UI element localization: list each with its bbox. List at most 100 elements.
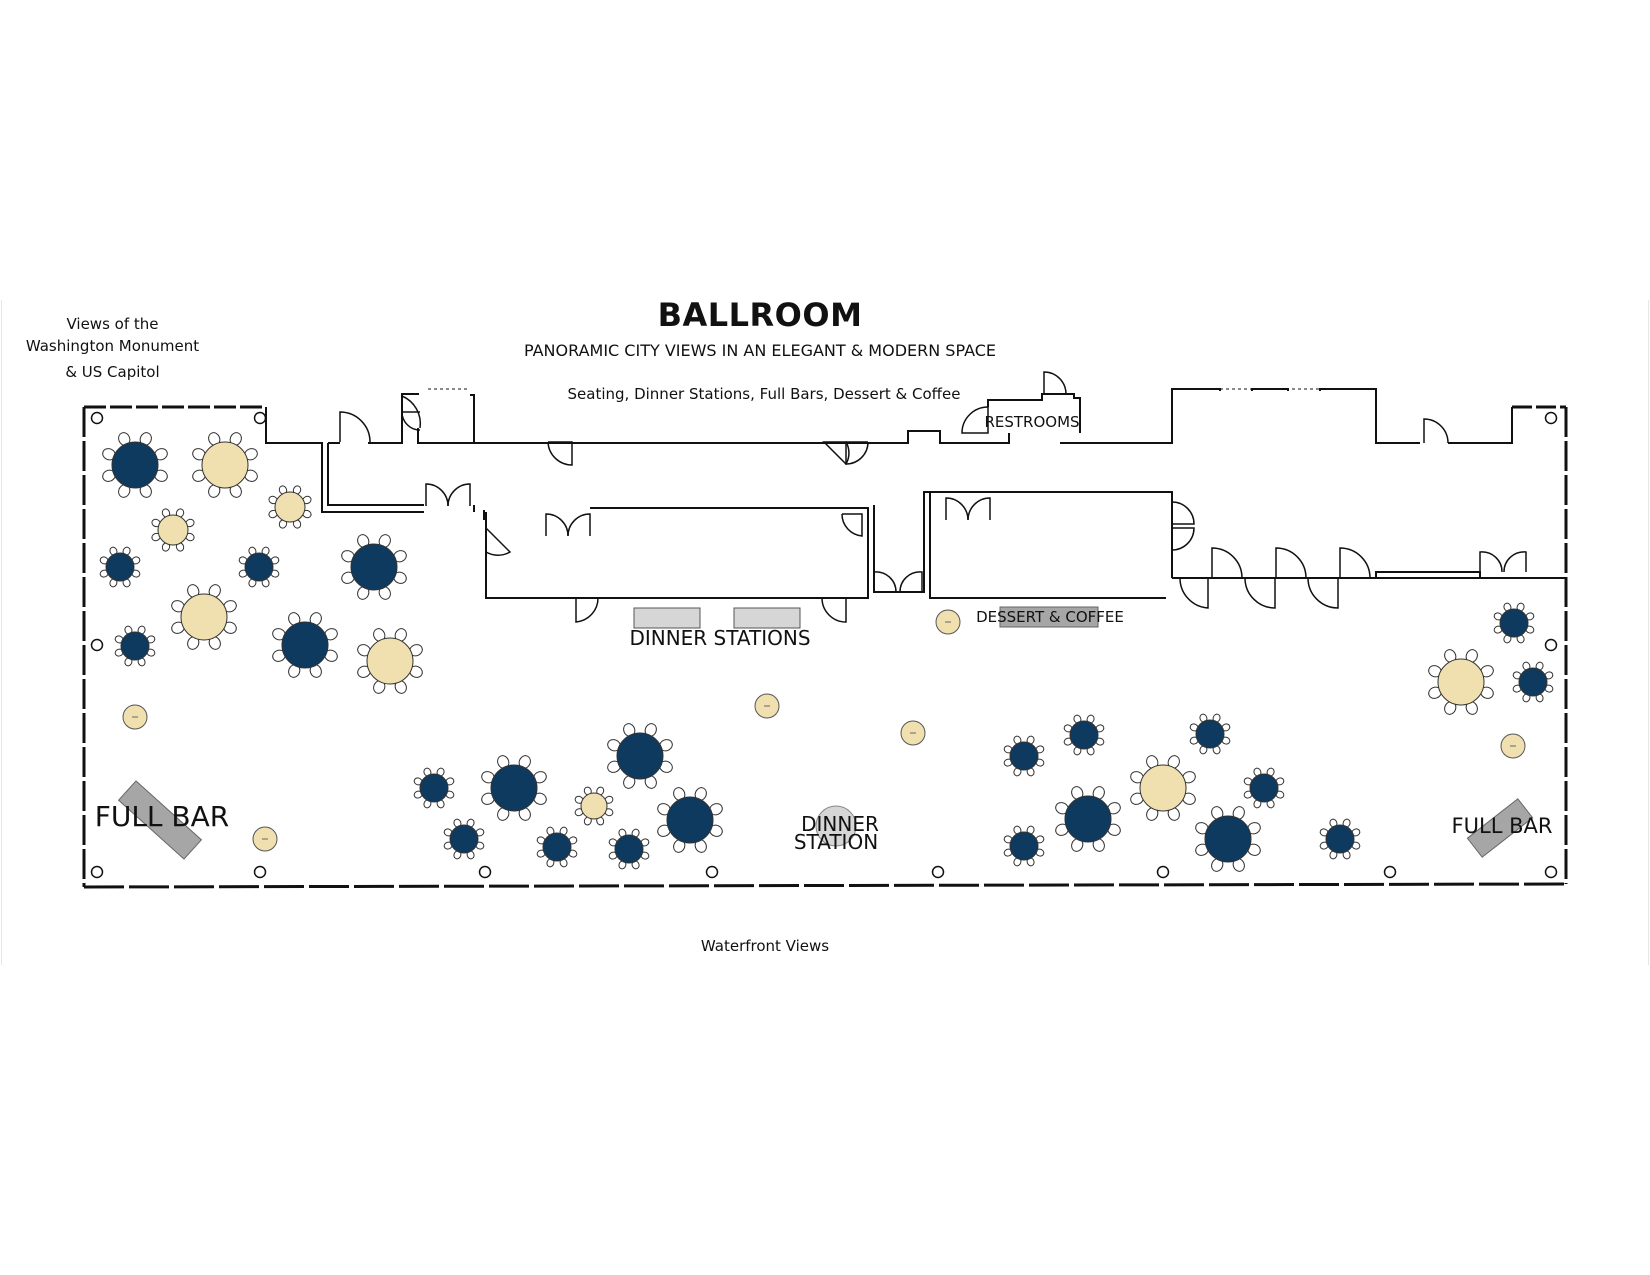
- tables: [99, 432, 1554, 872]
- wall-upper-right: [1448, 407, 1513, 444]
- door-swing: [945, 497, 969, 521]
- column: [1544, 411, 1558, 425]
- page-edge-left: [1, 300, 2, 965]
- navy-round-table: [443, 818, 485, 860]
- full-bar-right-label: FULL BAR: [1452, 814, 1553, 838]
- cream-round-table: [1130, 755, 1196, 821]
- navy-round-table: [341, 534, 407, 600]
- door-swing: [873, 571, 897, 593]
- table-top: [1499, 608, 1529, 638]
- column: [478, 865, 492, 879]
- door-swing: [841, 513, 863, 537]
- wall-prep-left-top: [483, 507, 868, 520]
- door-swing: [547, 441, 573, 466]
- door-swing: [401, 395, 422, 429]
- dinner-stations-label: DINNER STATIONS: [629, 626, 810, 650]
- cocktail-table: [754, 693, 780, 719]
- cream-round-table: [171, 584, 237, 650]
- door-swing: [1179, 577, 1209, 609]
- door-swing: [545, 513, 569, 537]
- door-swing: [961, 406, 989, 434]
- door-swing: [447, 483, 471, 507]
- room-walls: [82, 388, 1568, 889]
- door-swing: [1043, 371, 1067, 395]
- door-swing: [821, 597, 847, 623]
- navy-round-table: [1319, 818, 1361, 860]
- cream-round-table: [268, 485, 312, 529]
- table-top: [1249, 773, 1279, 803]
- navy-round-table: [1189, 713, 1231, 755]
- door-swing: [425, 483, 449, 507]
- city-views-line-3: & US Capitol: [65, 363, 160, 381]
- door-swing: [485, 526, 512, 556]
- door-swing: [1211, 547, 1243, 579]
- dinner-station-label-line-2: STATION: [794, 830, 878, 854]
- column: [90, 638, 104, 652]
- navy-round-table: [536, 826, 578, 868]
- cream-round-table: [1428, 649, 1494, 715]
- dessert-coffee-counter: [999, 606, 1099, 628]
- waterfront-views-note: Waterfront Views: [700, 937, 830, 955]
- navy-round-table: [1512, 661, 1554, 703]
- cocktail-table: [900, 720, 926, 746]
- stations: [117, 606, 1534, 860]
- column: [90, 411, 104, 425]
- cream-round-table: [151, 508, 195, 552]
- dinner-station-counter: [733, 607, 801, 629]
- plan-subtitle: PANORAMIC CITY VIEWS IN AN ELEGANT & MOD…: [523, 341, 997, 360]
- table-top: [281, 621, 329, 669]
- columns: [90, 411, 1558, 879]
- door-swing: [339, 411, 371, 443]
- door-swing: [1339, 547, 1371, 579]
- column: [705, 865, 719, 879]
- door-swing: [1275, 547, 1307, 579]
- door-swing: [967, 497, 991, 521]
- restrooms-label: RESTROOMS: [984, 413, 1079, 431]
- table-top: [244, 552, 274, 582]
- table-top: [1325, 824, 1355, 854]
- navy-round-table: [272, 612, 338, 678]
- plan-title: BALLROOM: [657, 296, 863, 334]
- wall-service-core-right: [1060, 388, 1420, 444]
- door-swing: [567, 513, 591, 537]
- table-top: [157, 514, 189, 546]
- full-bar-left-label: FULL BAR: [95, 800, 230, 833]
- door-swing: [899, 571, 923, 593]
- dessert-coffee-label: DESSERT & COFFEE: [976, 608, 1124, 626]
- city-views-line-1: Views of the: [66, 315, 159, 333]
- dinner-station-label-line-1: DINNER: [801, 812, 879, 836]
- table-top: [1069, 720, 1099, 750]
- full-bar-left-counter: [117, 780, 203, 860]
- table-top: [449, 824, 479, 854]
- wall-north-corridor: [474, 430, 1010, 444]
- column: [931, 865, 945, 879]
- window-wall-bottom: [83, 882, 1567, 889]
- door-swing: [845, 441, 869, 465]
- table-top: [1195, 719, 1225, 749]
- table-top: [201, 441, 249, 489]
- wall-service-core-left: [328, 393, 475, 444]
- wall-upper-left-inner: [327, 443, 424, 506]
- door-swing: [1479, 551, 1503, 573]
- cream-round-table: [357, 628, 423, 694]
- navy-round-table: [1055, 786, 1121, 852]
- table-top: [614, 834, 644, 864]
- table-top: [1437, 658, 1485, 706]
- table-top: [1139, 764, 1187, 812]
- table-top: [1064, 795, 1112, 843]
- table-top: [580, 792, 608, 820]
- wall-restrooms: [987, 393, 1081, 433]
- column: [253, 411, 267, 425]
- table-top: [180, 593, 228, 641]
- dinner-station-counter: [633, 607, 701, 629]
- door-swing: [1307, 577, 1339, 609]
- column: [1544, 638, 1558, 652]
- cocktail-table: [122, 704, 148, 730]
- navy-round-table: [1063, 714, 1105, 756]
- table-top: [1009, 831, 1039, 861]
- wall-prep-right: [929, 492, 1166, 599]
- navy-round-table: [102, 432, 168, 498]
- door-swing: [1503, 551, 1527, 573]
- city-views-note: Views of the Washington Monument & US Ca…: [20, 313, 205, 383]
